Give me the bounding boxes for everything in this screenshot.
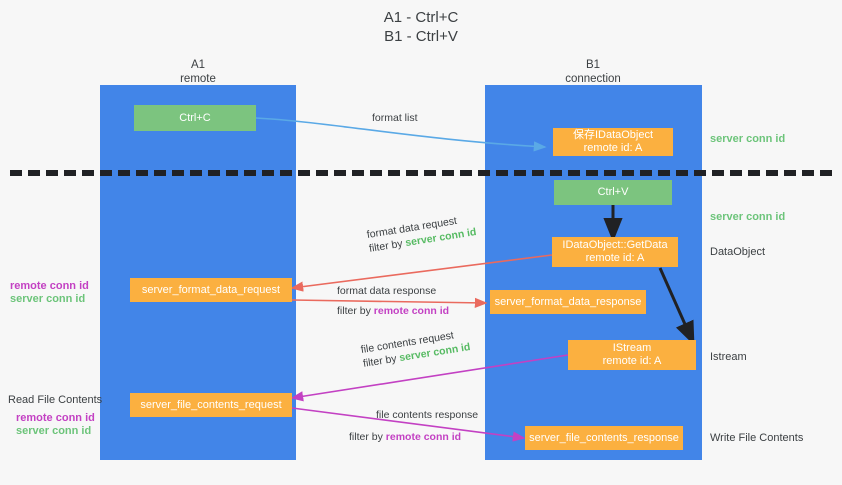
right-label-dataobject: DataObject bbox=[710, 246, 766, 258]
node-idataobject-getdata-line2: remote id: A bbox=[585, 252, 645, 264]
column-a1-sub: remote bbox=[180, 73, 216, 85]
node-server-file-contents-response-label: server_file_contents_response bbox=[529, 431, 679, 444]
edge-label-format-data-request: format data request filter by server con… bbox=[366, 211, 478, 256]
title-line-2: B1 - Ctrl+V bbox=[384, 28, 458, 45]
node-ctrl-v[interactable]: Ctrl+V bbox=[554, 180, 672, 205]
left-label-server-conn-id-1: server conn id bbox=[10, 293, 86, 305]
edge-label-file-contents-response: file contents response filter by remote … bbox=[349, 408, 479, 444]
node-idataobject-getdata-line1: IDataObject::GetData bbox=[562, 239, 668, 251]
node-server-file-contents-response[interactable]: server_file_contents_response bbox=[525, 426, 683, 450]
left-label-remote-conn-id-1: remote conn id bbox=[10, 280, 89, 292]
right-label-server-conn-id-top: server conn id bbox=[710, 133, 786, 145]
edge-label-file-contents-request: file contents request filter by server c… bbox=[360, 326, 472, 371]
column-header-a1: A1 remote bbox=[118, 58, 278, 86]
edge-format-data-response-filter: filter by remote conn id bbox=[337, 304, 449, 318]
left-label-read-file-contents: Read File Contents bbox=[8, 394, 103, 406]
node-save-dataobject[interactable]: 保存IDataObject remote id: A bbox=[553, 128, 673, 156]
node-server-format-data-response-label: server_format_data_response bbox=[494, 295, 642, 308]
node-ctrl-v-label: Ctrl+V bbox=[597, 186, 629, 198]
node-server-format-data-response[interactable]: server_format_data_response bbox=[490, 290, 646, 314]
node-save-dataobject-line1: 保存IDataObject bbox=[572, 129, 654, 141]
phase-divider bbox=[10, 170, 832, 176]
page-title: A1 - Ctrl+C B1 - Ctrl+V bbox=[0, 8, 842, 46]
filter-prefix: filter by bbox=[349, 431, 386, 443]
node-server-file-contents-request[interactable]: server_file_contents_request bbox=[130, 393, 292, 417]
edge-file-contents-response-line1: file contents response bbox=[376, 409, 479, 421]
node-server-format-data-request-label: server_format_data_request bbox=[141, 283, 281, 296]
right-label-istream: Istream bbox=[710, 351, 747, 363]
edge-label-format-data-response: format data response filter by remote co… bbox=[337, 284, 449, 318]
filter-key-remote-conn-id: remote conn id bbox=[373, 305, 450, 317]
column-b1-sub: connection bbox=[565, 73, 621, 85]
column-a1-name: A1 bbox=[190, 59, 206, 71]
title-line-1: A1 - Ctrl+C bbox=[383, 9, 459, 26]
node-ctrl-c-label: Ctrl+C bbox=[179, 111, 211, 124]
column-header-b1: B1 connection bbox=[513, 58, 673, 86]
node-istream-line2: remote id: A bbox=[602, 355, 662, 367]
right-label-server-conn-id-mid: server conn id bbox=[710, 211, 786, 223]
node-istream[interactable]: IStream remote id: A bbox=[568, 340, 696, 370]
edge-format-data-response-line1: format data response bbox=[337, 285, 437, 297]
node-ctrl-c[interactable]: Ctrl+C bbox=[134, 105, 256, 131]
filter-key-remote-conn-id: remote conn id bbox=[385, 431, 462, 443]
node-istream-line1: IStream bbox=[612, 342, 652, 354]
node-idataobject-getdata[interactable]: IDataObject::GetData remote id: A bbox=[552, 237, 678, 267]
node-server-file-contents-request-label: server_file_contents_request bbox=[140, 398, 282, 411]
left-label-server-conn-id-2: server conn id bbox=[16, 425, 92, 437]
edge-label-format-list: format list bbox=[372, 112, 418, 124]
node-server-format-data-request[interactable]: server_format_data_request bbox=[130, 278, 292, 302]
filter-prefix: filter by bbox=[337, 305, 374, 317]
edge-file-contents-response-filter: filter by remote conn id bbox=[349, 430, 478, 444]
right-label-write-file-contents: Write File Contents bbox=[710, 432, 804, 444]
left-label-remote-conn-id-2: remote conn id bbox=[16, 412, 95, 424]
node-save-dataobject-line2: remote id: A bbox=[583, 142, 643, 154]
column-b1-name: B1 bbox=[585, 59, 601, 71]
